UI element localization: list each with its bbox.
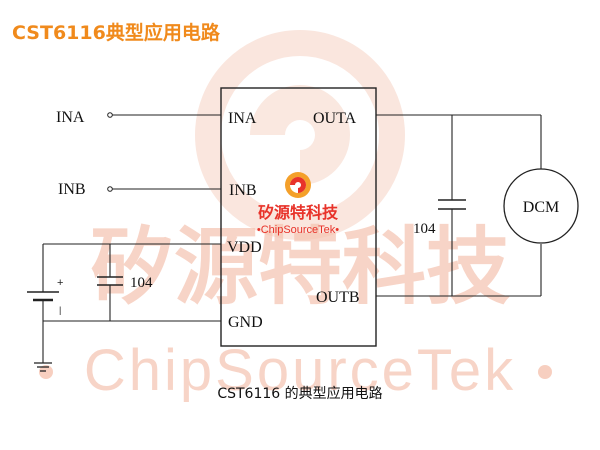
battery-minus-label: | [59,305,61,315]
watermark-cn-text: 矽源特科技 [90,218,510,316]
input-label-inb: INB [58,181,86,198]
watermark-dot-left [39,365,53,379]
pin-label-ina: INA [228,110,257,127]
watermark-en-text: ChipSourceTek [84,338,516,403]
watermark-dot-right [538,365,552,379]
pin-label-outa: OUTA [313,110,357,127]
cap-out-label: 104 [413,221,436,237]
brand-logo-icon-swirl [290,177,306,193]
chip-body [220,87,377,347]
pin-label-gnd: GND [228,314,263,331]
brand-logo: 矽源特科技 •ChipSourceTek• [257,172,339,236]
input-label-ina: INA [56,109,85,126]
diagram-caption: CST6116 的典型应用电路 [217,386,383,402]
battery-plus-label: + [57,277,63,289]
watermark-logo-swirl [250,85,350,185]
page-title: CST6116典型应用电路 [12,22,220,44]
watermark: 矽源特科技 ChipSourceTek [39,30,552,403]
brand-logo-cn: 矽源特科技 [258,203,339,222]
pin-label-inb: INB [229,182,257,199]
motor-label: DCM [523,199,559,216]
input-terminal-inb [107,186,113,192]
input-terminal-ina [107,112,113,118]
pin-label-outb: OUTB [316,289,360,306]
brand-logo-en: •ChipSourceTek• [257,224,339,236]
pin-label-vdd: VDD [227,239,262,256]
cap-supply-label: 104 [130,275,153,291]
motor-symbol [503,168,579,244]
watermark-logo-ring [195,30,405,240]
